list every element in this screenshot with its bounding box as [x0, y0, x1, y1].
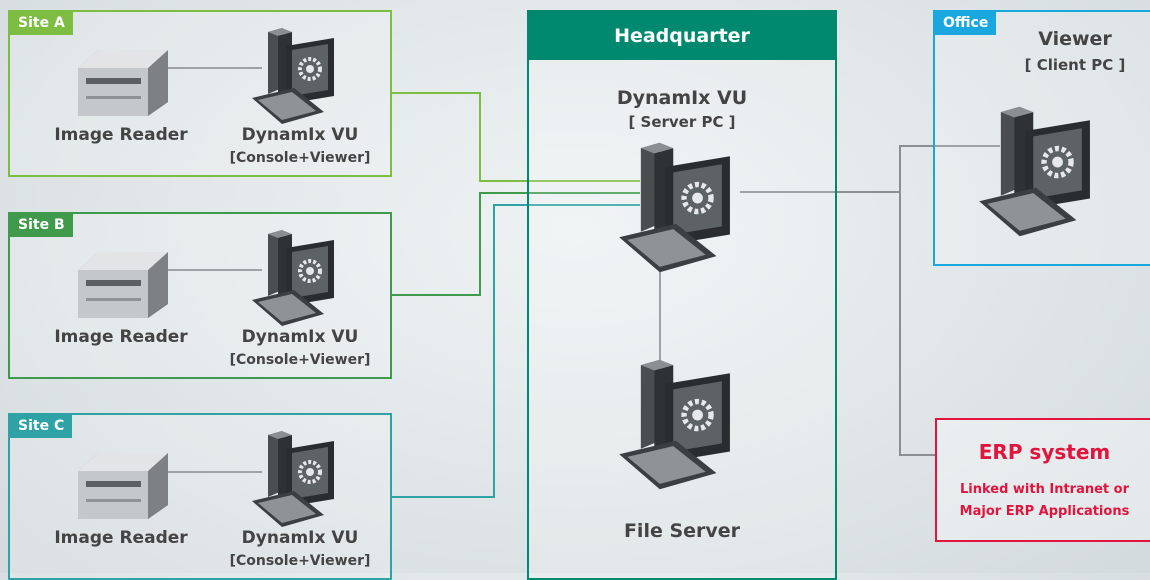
server-subtitle: [ Server PC ] — [628, 113, 736, 131]
wire-site-a — [392, 92, 640, 182]
headquarter-box: Headquarter DynamIx VU [ Server PC ] Fil… — [527, 10, 837, 580]
site-c-box: Site C Image Reader DynamIx VU [Console+… — [8, 413, 392, 580]
office-title: Viewer — [1038, 28, 1112, 50]
site-b-device-label: Image Reader — [54, 327, 188, 347]
site-c-tag: Site C — [10, 415, 73, 438]
office-tag: Office — [935, 12, 997, 35]
site-a-tag: Site A — [10, 12, 73, 35]
office-subtitle: [ Client PC ] — [1024, 56, 1126, 74]
console-pc-icon — [252, 230, 334, 326]
site-a-pc-title: DynamIx VU — [241, 125, 359, 145]
file-server-label: File Server — [623, 520, 741, 542]
console-pc-icon — [252, 28, 334, 124]
headquarter-title: Headquarter — [529, 12, 835, 60]
server-pc-icon — [619, 142, 730, 273]
image-reader-icon — [78, 50, 168, 116]
wire-site-c — [392, 204, 640, 498]
erp-box: ERP system Linked with Intranet or Major… — [935, 418, 1150, 542]
wire-site-b — [392, 192, 640, 296]
site-a-device-label: Image Reader — [54, 125, 188, 145]
site-b-box: Site B Image Reader DynamIx VU [Console+… — [8, 212, 392, 379]
site-b-pc-title: DynamIx VU — [241, 327, 359, 347]
wire-office — [740, 145, 1000, 193]
erp-title: ERP system — [978, 440, 1111, 464]
image-reader-icon — [78, 453, 168, 519]
site-c-device-label: Image Reader — [54, 528, 188, 548]
site-b-pc-subtitle: [Console+Viewer] — [229, 352, 371, 368]
site-c-pc-subtitle: [Console+Viewer] — [229, 553, 371, 569]
site-c-pc-title: DynamIx VU — [241, 528, 359, 548]
site-a-box: Site A Image Reader DynamIx VU [Console+… — [8, 10, 392, 177]
file-server-icon — [619, 359, 730, 490]
server-title: DynamIx VU — [616, 87, 748, 109]
erp-line1: Linked with Intranet or — [959, 482, 1130, 497]
console-pc-icon — [252, 431, 334, 527]
client-pc-icon — [979, 106, 1090, 237]
image-reader-icon — [78, 252, 168, 318]
site-b-tag: Site B — [10, 214, 73, 237]
erp-line2: Major ERP Applications — [959, 504, 1130, 519]
office-box: Office Viewer [ Client PC ] — [933, 10, 1150, 266]
wire-erp — [899, 192, 935, 456]
site-a-pc-subtitle: [Console+Viewer] — [229, 150, 371, 166]
